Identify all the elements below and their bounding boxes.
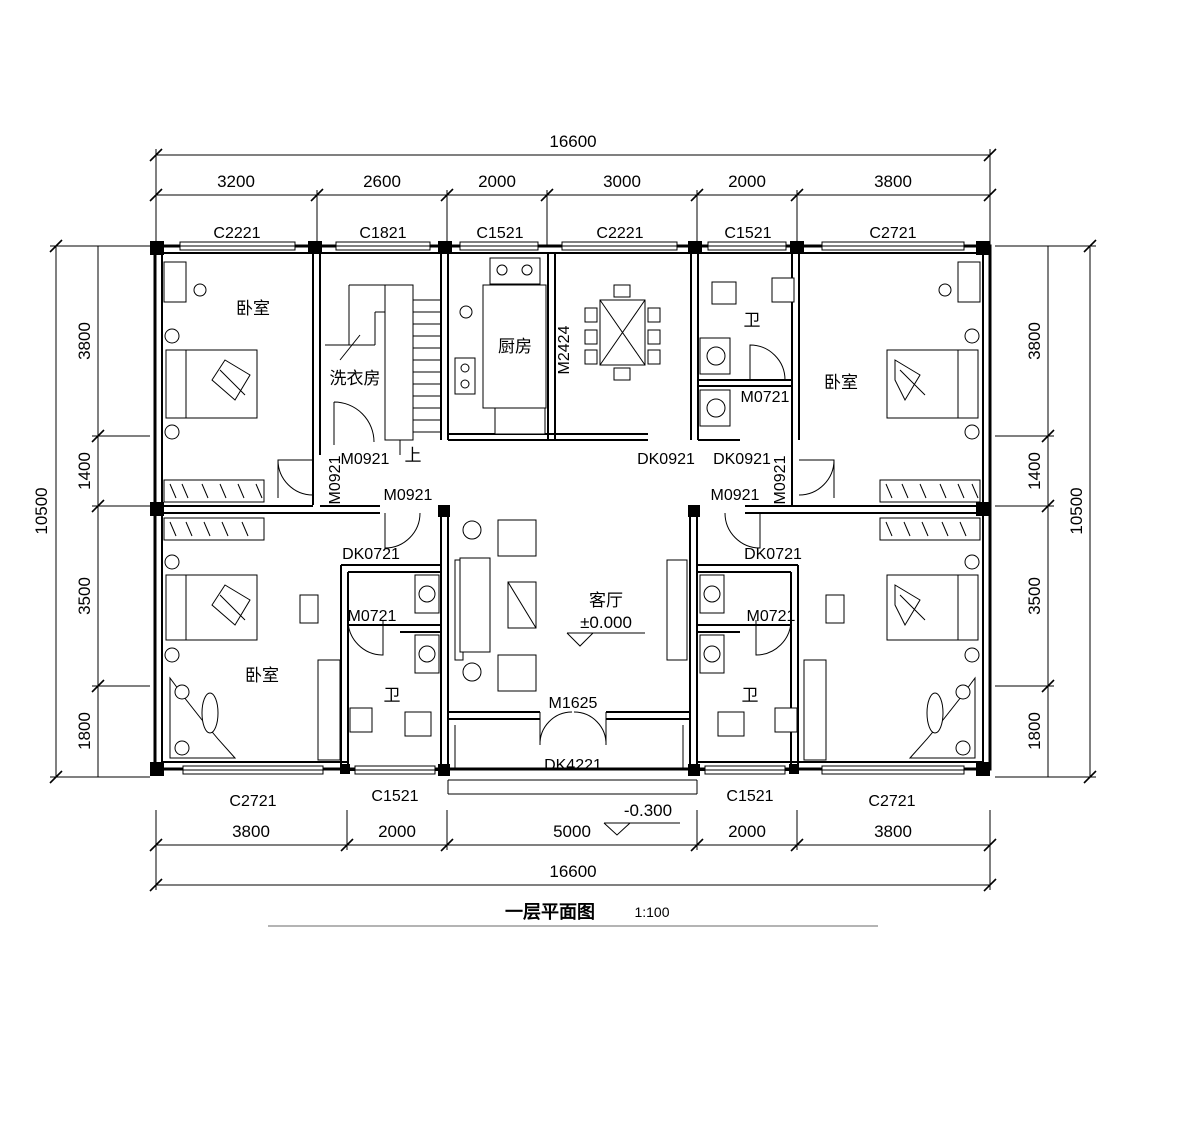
door-label: M0721 <box>348 608 397 625</box>
dim-bottom-seg-1: 3800 <box>232 822 270 841</box>
door-label: M0721 <box>747 608 796 625</box>
door-label: DK0721 <box>744 546 802 563</box>
dim-top-seg-5: 2000 <box>728 172 766 191</box>
window-label: C1521 <box>724 225 771 242</box>
windows <box>179 241 965 775</box>
staircase <box>325 284 441 455</box>
dim-right-seg-3: 3500 <box>1025 577 1044 615</box>
room-bath-se: 卫 <box>742 686 759 705</box>
living-level: ±0.000 <box>580 613 632 632</box>
dim-left-seg-4: 1800 <box>75 712 94 750</box>
window-label: C2721 <box>868 793 915 810</box>
dim-bottom-total: 16600 <box>549 862 596 881</box>
furniture <box>163 257 981 761</box>
dim-left-seg-1: 3800 <box>75 322 94 360</box>
dim-bottom-seg-3: 5000 <box>553 822 591 841</box>
room-kitchen: 厨房 <box>498 337 532 356</box>
dim-top-seg-4: 3000 <box>603 172 641 191</box>
dim-bottom-seg-5: 3800 <box>874 822 912 841</box>
room-laundry: 洗衣房 <box>330 369 381 388</box>
window-label: C1521 <box>476 225 523 242</box>
door-label: M0921 <box>341 451 390 468</box>
dim-top-total: 16600 <box>549 132 596 151</box>
dim-left-seg-2: 1400 <box>75 452 94 490</box>
dim-top-seg-2: 2600 <box>363 172 401 191</box>
window-label: C2721 <box>869 225 916 242</box>
dim-top-seg-1: 3200 <box>217 172 255 191</box>
dimension-lines <box>49 148 1097 892</box>
window-label: C2221 <box>213 225 260 242</box>
door-label: M0921 <box>327 455 344 504</box>
door-swings <box>277 344 835 746</box>
room-bedroom-ne: 卧室 <box>824 373 858 392</box>
dim-right-seg-2: 1400 <box>1025 452 1044 490</box>
door-label: DK0721 <box>342 546 400 563</box>
stair-up-label: 上 <box>405 446 422 465</box>
dim-bottom-seg-2: 2000 <box>378 822 416 841</box>
room-bedroom-nw: 卧室 <box>236 299 270 318</box>
dim-right-seg-1: 3800 <box>1025 322 1044 360</box>
dimension-labels: 16600 3200 2600 2000 3000 2000 3800 3800… <box>32 132 1086 881</box>
dim-top-seg-6: 3800 <box>874 172 912 191</box>
door-label: DK0921 <box>713 451 771 468</box>
window-label: C2721 <box>229 793 276 810</box>
door-label: M0921 <box>711 487 760 504</box>
plan-scale: 1:100 <box>634 904 669 920</box>
room-bath-north: 卫 <box>744 311 761 330</box>
door-label: M2424 <box>556 325 573 374</box>
walls <box>153 244 992 795</box>
exterior-level: -0.300 <box>624 801 672 820</box>
dim-left-total: 10500 <box>32 487 51 534</box>
level-markers: -0.300 <box>566 632 680 836</box>
dim-top-seg-3: 2000 <box>478 172 516 191</box>
columns <box>150 241 990 776</box>
window-label: C1821 <box>359 225 406 242</box>
dim-right-total: 10500 <box>1067 487 1086 534</box>
door-label: M0921 <box>384 487 433 504</box>
door-label: M1625 <box>549 695 598 712</box>
plan-title: 一层平面图 <box>505 902 595 922</box>
drawing-title: 一层平面图 1:100 <box>268 902 878 927</box>
dim-right-seg-4: 1800 <box>1025 712 1044 750</box>
room-living: 客厅 <box>589 591 623 610</box>
window-labels: C2221 C1821 C1521 C2221 C1521 C2721 C272… <box>213 225 916 810</box>
room-bedroom-sw: 卧室 <box>245 666 279 685</box>
dim-left-seg-3: 3500 <box>75 577 94 615</box>
window-label: C1521 <box>371 788 418 805</box>
window-label: C1521 <box>726 788 773 805</box>
dim-bottom-seg-4: 2000 <box>728 822 766 841</box>
door-label: M0721 <box>741 389 790 406</box>
door-label: M0921 <box>772 455 789 504</box>
room-labels: 卧室 洗衣房 厨房 卫 卧室 卧室 客厅 ±0.000 卫 卫 上 <box>236 299 858 705</box>
window-label: C2221 <box>596 225 643 242</box>
door-labels: M2424 M0721 M0921 M0921 DK0921 DK0921 M0… <box>327 325 802 774</box>
door-label: DK4221 <box>544 757 602 774</box>
door-label: DK0921 <box>637 451 695 468</box>
room-bath-sw: 卫 <box>384 686 401 705</box>
